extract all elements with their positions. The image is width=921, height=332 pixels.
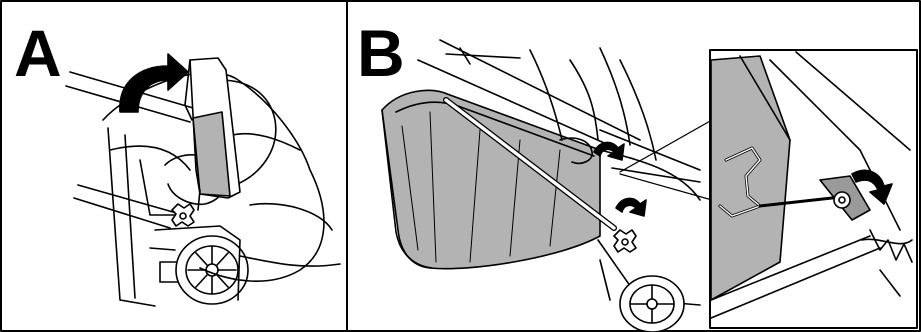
grass-bag-illustration xyxy=(381,89,601,270)
rotate-arrow-icon xyxy=(615,197,647,217)
panel-a-illustration xyxy=(65,53,341,307)
flap-shade xyxy=(192,111,231,197)
panel-label-a: A xyxy=(14,16,62,90)
knob-icon xyxy=(171,203,195,227)
zoom-inset-illustration xyxy=(709,49,918,329)
rotate-arrow-icon xyxy=(593,141,625,161)
knob-icon xyxy=(613,229,637,253)
panel-label-b: B xyxy=(357,16,405,90)
rotate-arrow-icon xyxy=(119,53,189,113)
rear-flap-illustration xyxy=(184,57,241,211)
rear-wheel xyxy=(175,235,249,305)
panel-b-illustration xyxy=(381,39,713,332)
